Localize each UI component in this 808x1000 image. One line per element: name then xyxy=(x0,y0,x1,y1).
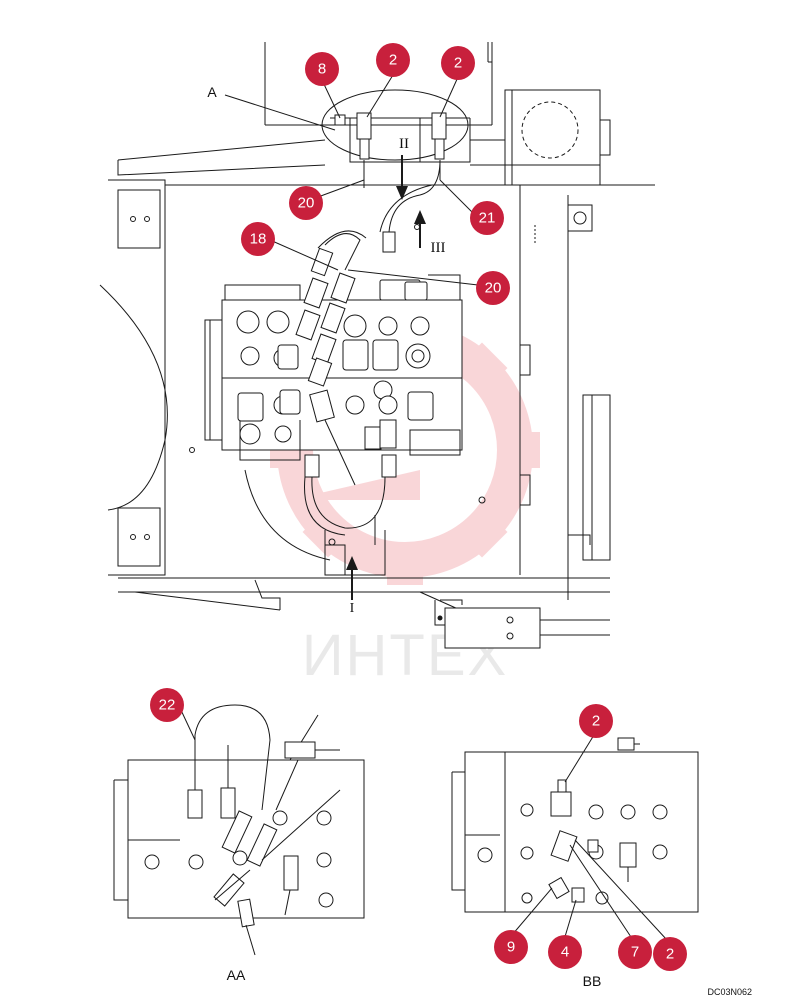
flow-label-1: I xyxy=(350,601,355,616)
callout-18: 18 xyxy=(241,222,275,256)
control-valve-block xyxy=(204,274,463,461)
svg-text:2: 2 xyxy=(454,55,462,72)
svg-text:8: 8 xyxy=(318,61,326,78)
callout-22: 22 xyxy=(150,688,184,722)
callout-2-bb-bottom: 2 xyxy=(653,937,687,971)
detail-view-bb: BB xyxy=(451,734,699,989)
main-view: II III I A xyxy=(99,42,655,649)
svg-text:2: 2 xyxy=(389,52,397,69)
svg-text:7: 7 xyxy=(631,944,639,961)
svg-text:4: 4 xyxy=(561,944,569,961)
callout-20-upper: 20 xyxy=(289,186,323,220)
svg-text:20: 20 xyxy=(298,195,315,212)
svg-text:22: 22 xyxy=(159,697,176,714)
flow-label-2: II xyxy=(399,136,409,152)
svg-text:21: 21 xyxy=(479,210,496,227)
section-label-a: A xyxy=(207,84,217,100)
callout-20-lower: 20 xyxy=(476,271,510,305)
callout-21: 21 xyxy=(470,201,504,235)
callout-2-bb-top: 2 xyxy=(579,704,613,738)
callout-4: 4 xyxy=(548,935,582,969)
callouts: 8 2 2 20 21 18 20 22 2 9 4 7 2 xyxy=(150,43,687,971)
callout-8: 8 xyxy=(305,52,339,86)
svg-text:18: 18 xyxy=(250,231,267,248)
callout-9: 9 xyxy=(494,930,528,964)
svg-text:2: 2 xyxy=(666,946,674,963)
svg-text:20: 20 xyxy=(485,280,502,297)
detail-view-aa: AA xyxy=(113,704,365,983)
section-label-aa: AA xyxy=(227,967,246,983)
callout-2-top-right: 2 xyxy=(441,46,475,80)
document-code: DC03N062 xyxy=(707,987,752,997)
svg-text:9: 9 xyxy=(507,939,515,956)
callout-7: 7 xyxy=(618,935,652,969)
section-label-bb: BB xyxy=(583,973,602,989)
callout-2-top-left: 2 xyxy=(376,43,410,77)
hose-fittings-main xyxy=(295,230,397,478)
flow-label-3: III xyxy=(431,240,446,256)
svg-text:2: 2 xyxy=(592,713,600,730)
